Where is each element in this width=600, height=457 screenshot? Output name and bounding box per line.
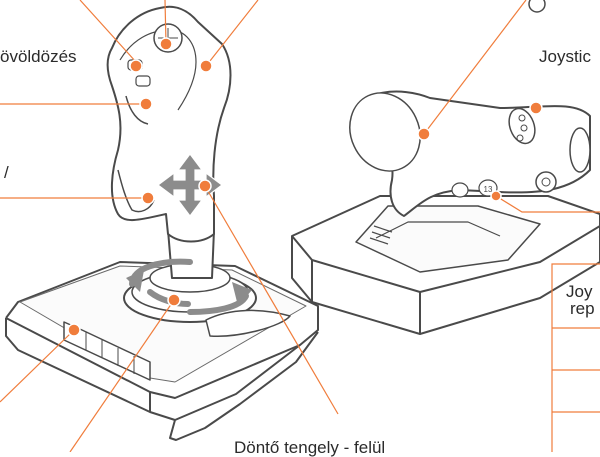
joystick-device: [6, 7, 318, 440]
tilt-axis-label: Döntő tengely - felül: [234, 439, 385, 456]
orange-dot-icon: [68, 324, 80, 336]
orange-dot-icon: [418, 128, 430, 140]
orange-dot-icon: [199, 180, 211, 192]
slash-label: /: [4, 164, 9, 181]
orange-dot-icon: [530, 102, 542, 114]
orange-dot-icon: [200, 60, 212, 72]
throttle-box-line1: Joy: [566, 283, 592, 300]
orange-dot-icon: [140, 98, 152, 110]
circle-outline-icon: [529, 0, 545, 12]
joystick-throttle-title: Joystic: [539, 48, 591, 65]
throttle-device: [292, 81, 600, 334]
orange-dot-icon: [160, 38, 172, 50]
orange-dot-icon: [491, 191, 501, 201]
orange-dot-icon: [168, 294, 180, 306]
orange-dot-icon: [142, 192, 154, 204]
throttle-box-line2: rep: [570, 300, 595, 317]
fire-button-label: övöldözés: [0, 48, 77, 65]
orange-dot-icon: [130, 60, 142, 72]
